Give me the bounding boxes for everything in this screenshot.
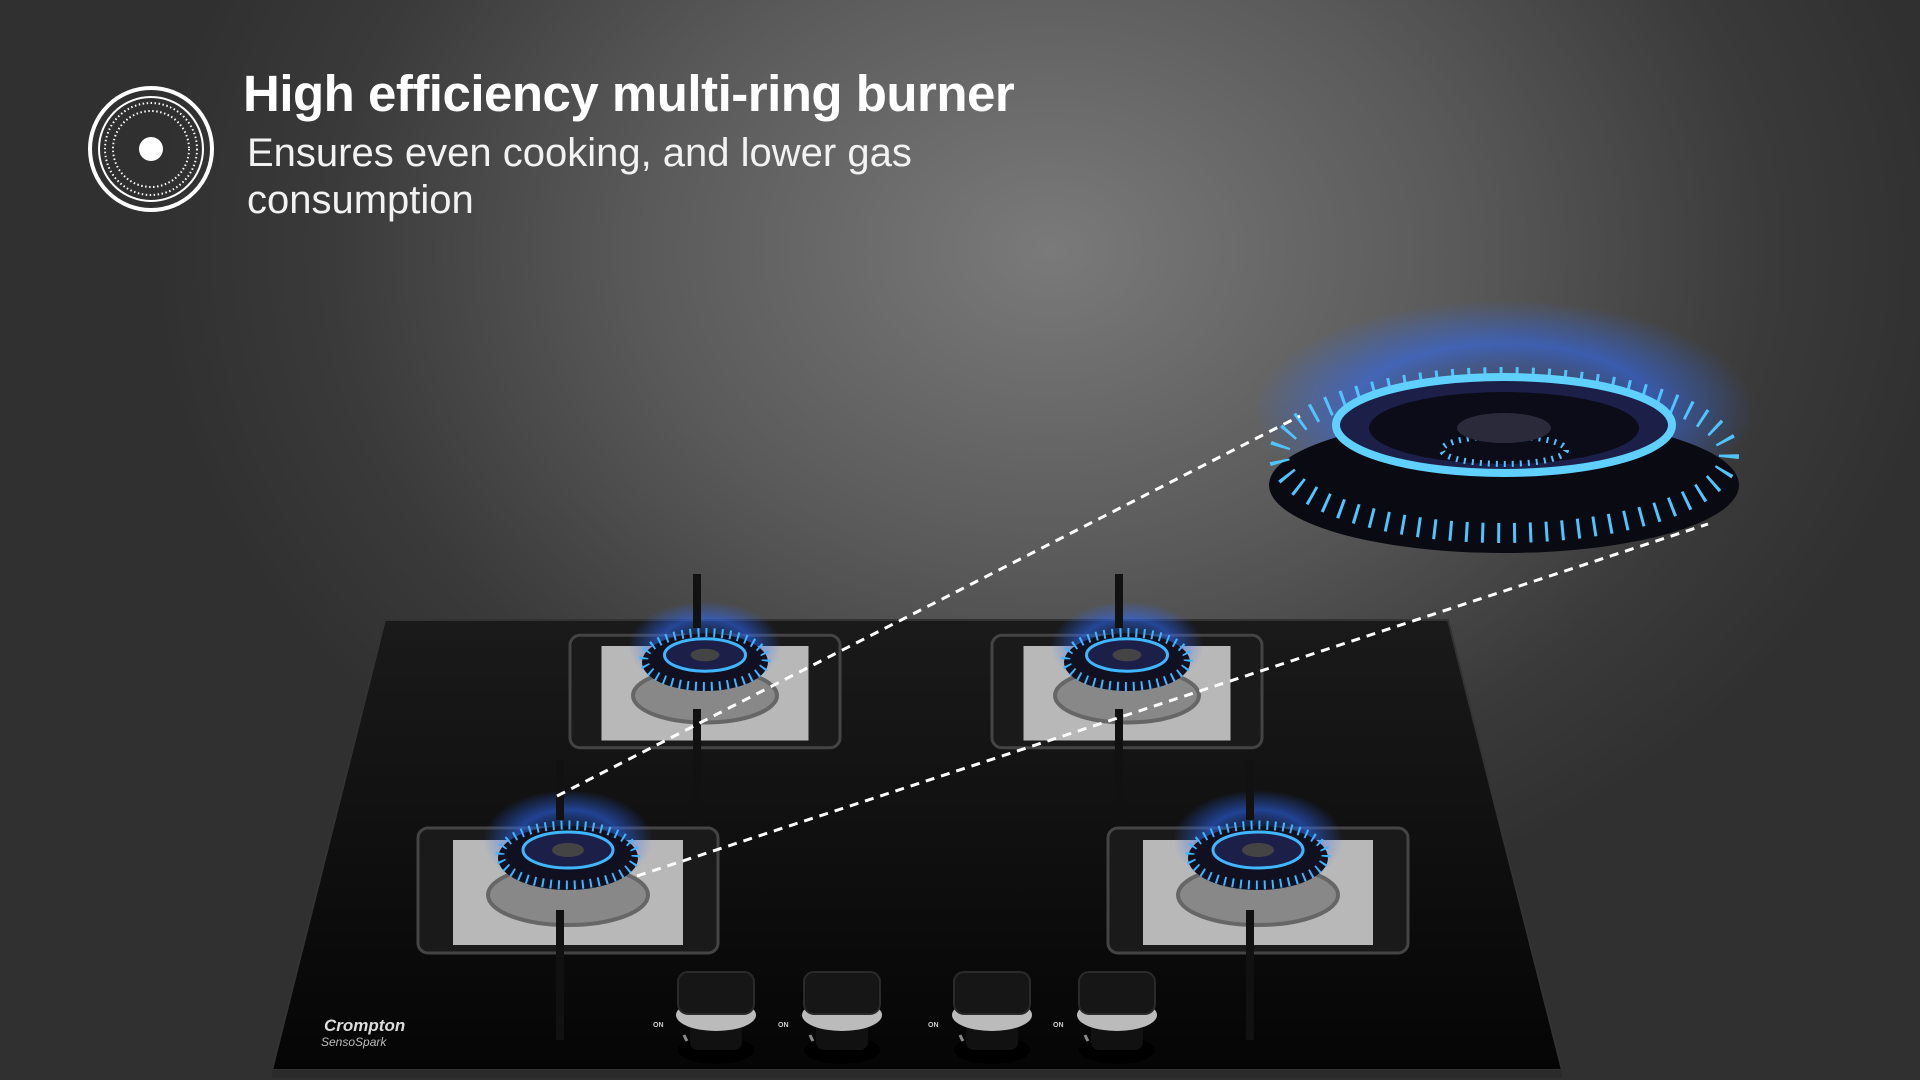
feature-subtitle: Ensures even cooking, and lower gas cons… bbox=[247, 131, 912, 222]
control-knob[interactable] bbox=[1077, 971, 1157, 1064]
knob-on-label: ON bbox=[928, 1022, 939, 1029]
flame-ring bbox=[495, 820, 641, 890]
control-knob[interactable] bbox=[952, 971, 1032, 1064]
flame-ring bbox=[639, 628, 771, 691]
burner bbox=[990, 574, 1264, 826]
model-name: SensoSpark bbox=[321, 1035, 387, 1049]
knob-on-label: ON bbox=[1053, 1022, 1064, 1029]
zoomed-burner bbox=[1254, 300, 1754, 553]
brand-logo: Crompton bbox=[324, 1016, 406, 1035]
burner bbox=[1106, 760, 1410, 1040]
feature-title: High efficiency multi-ring burner bbox=[243, 65, 1015, 122]
knob-on-label: ON bbox=[778, 1022, 789, 1029]
flame-ring bbox=[1061, 628, 1193, 691]
multi-ring-burner-icon bbox=[88, 86, 214, 212]
burner bbox=[416, 760, 720, 1040]
knob-on-label: ON bbox=[653, 1022, 664, 1029]
callout-lines bbox=[556, 414, 1709, 878]
flame-ring bbox=[1185, 820, 1331, 890]
burner bbox=[568, 574, 842, 826]
control-knob[interactable] bbox=[676, 971, 756, 1064]
control-knob[interactable] bbox=[802, 971, 882, 1064]
